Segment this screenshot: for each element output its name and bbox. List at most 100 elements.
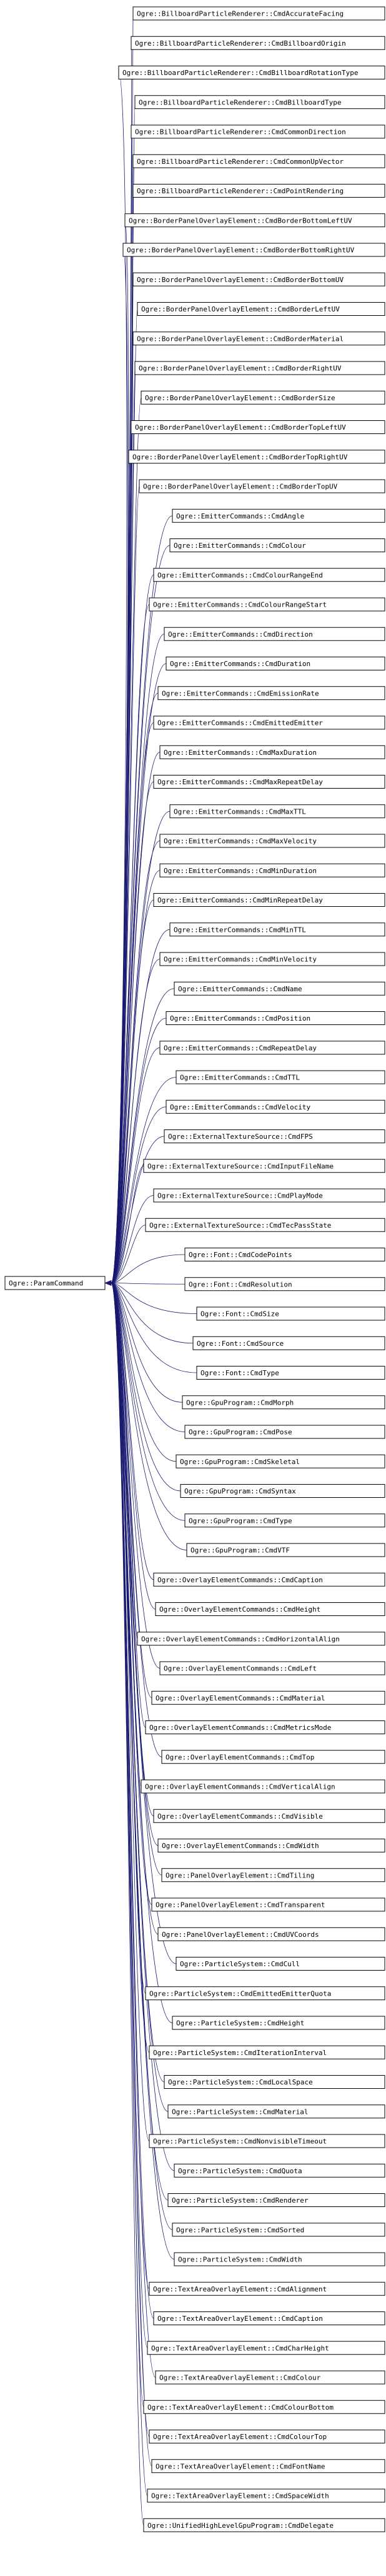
class-node-borderpaneloverlayelement-cmdborderbottomleftuv[interactable]: Ogre::BorderPanelOverlayElement::CmdBord… (124, 213, 385, 228)
class-node-emittercommands-cmdduration[interactable]: Ogre::EmitterCommands::CmdDuration (166, 657, 385, 670)
class-node-emittercommands-cmdminrepeatdelay[interactable]: Ogre::EmitterCommands::CmdMinRepeatDelay (153, 893, 385, 907)
class-node-emittercommands-cmdemittedemitter[interactable]: Ogre::EmitterCommands::CmdEmittedEmitter (153, 715, 385, 730)
class-node-billboardparticlerenderer-cmdcommonupvector[interactable]: Ogre::BillboardParticleRenderer::CmdComm… (132, 154, 385, 168)
class-node-gpuprogram-cmdsyntax[interactable]: Ogre::GpuProgram::CmdSyntax (180, 1484, 385, 1498)
class-node-overlayelementcommands-cmdheight[interactable]: Ogre::OverlayElementCommands::CmdHeight (155, 1602, 385, 1616)
class-node-borderpaneloverlayelement-cmdbordertopuv[interactable]: Ogre::BorderPanelOverlayElement::CmdBord… (139, 479, 385, 493)
class-node-overlayelementcommands-cmdmaterial-box (151, 1690, 385, 1705)
class-node-textareaoverlayelement-cmdcaption[interactable]: Ogre::TextAreaOverlayElement::CmdCaption (153, 2311, 385, 2325)
class-node-emittercommands-cmddirection[interactable]: Ogre::EmitterCommands::CmdDirection (164, 627, 385, 641)
class-node-textareaoverlayelement-cmdcharheight[interactable]: Ogre::TextAreaOverlayElement::CmdCharHei… (147, 2341, 385, 2355)
class-node-font-cmdsource[interactable]: Ogre::Font::CmdSource (192, 1336, 385, 1350)
class-node-overlayelementcommands-cmdtop-label: Ogre::OverlayElementCommands::CmdTop (166, 1753, 314, 1761)
class-node-borderpaneloverlayelement-cmdbordersize[interactable]: Ogre::BorderPanelOverlayElement::CmdBord… (141, 390, 385, 405)
class-node-emittercommands-cmdposition[interactable]: Ogre::EmitterCommands::CmdPosition (166, 1011, 385, 1025)
class-node-font-cmdcodepoints[interactable]: Ogre::Font::CmdCodePoints (184, 1248, 385, 1261)
class-node-particlesystem-cmdmaterial[interactable]: Ogre::ParticleSystem::CmdMaterial (167, 2104, 385, 2119)
class-node-paneloverlayelement-cmdtiling[interactable]: Ogre::PanelOverlayElement::CmdTiling (161, 1868, 385, 1882)
class-node-externaltexturesource-cmdplaymode[interactable]: Ogre::ExternalTextureSource::CmdPlayMode (153, 1188, 385, 1203)
class-node-overlayelementcommands-cmdhorizontalalign[interactable]: Ogre::OverlayElementCommands::CmdHorizon… (137, 1632, 385, 1646)
class-node-particlesystem-cmdsorted[interactable]: Ogre::ParticleSystem::CmdSorted (172, 2223, 385, 2237)
edge-particlesystem-cmdcull (111, 1283, 177, 1964)
class-node-borderpaneloverlayelement-cmdborderbottomrightuv[interactable]: Ogre::BorderPanelOverlayElement::CmdBord… (122, 243, 385, 257)
class-node-billboardparticlerenderer-cmdaccuratefacing[interactable]: Ogre::BillboardParticleRenderer::CmdAccu… (132, 6, 385, 21)
class-node-textareaoverlayelement-cmdcolourbottom[interactable]: Ogre::TextAreaOverlayElement::CmdColourB… (143, 2400, 385, 2414)
class-node-externaltexturesource-cmdfps[interactable]: Ogre::ExternalTextureSource::CmdFPS (164, 1129, 385, 1143)
class-node-font-cmdresolution[interactable]: Ogre::Font::CmdResolution (184, 1277, 385, 1291)
class-node-gpuprogram-cmdvtf[interactable]: Ogre::GpuProgram::CmdVTF (186, 1543, 385, 1557)
class-node-emittercommands-cmdcolourrangestart[interactable]: Ogre::EmitterCommands::CmdColourRangeSta… (149, 597, 385, 612)
class-node-gpuprogram-cmdmorph[interactable]: Ogre::GpuProgram::CmdMorph (182, 1395, 385, 1410)
class-node-particlesystem-cmdrenderer[interactable]: Ogre::ParticleSystem::CmdRenderer (167, 2193, 385, 2207)
class-node-font-cmdsize[interactable]: Ogre::Font::CmdSize (196, 1306, 385, 1321)
class-node-emittercommands-cmdmaxrepeatdelay[interactable]: Ogre::EmitterCommands::CmdMaxRepeatDelay (153, 775, 385, 789)
class-node-font-cmdtype-label: Ogre::Font::CmdType (200, 1369, 279, 1377)
class-node-particlesystem-cmditerationinterval[interactable]: Ogre::ParticleSystem::CmdIterationInterv… (149, 2045, 385, 2059)
class-node-paneloverlayelement-cmdtransparent[interactable]: Ogre::PanelOverlayElement::CmdTransparen… (151, 1897, 385, 1912)
class-node-billboardparticlerenderer-cmdcommondirection-label: Ogre::BillboardParticleRenderer::CmdComm… (135, 128, 346, 136)
class-node-gpuprogram-cmdpose[interactable]: Ogre::GpuProgram::CmdPose (184, 1425, 385, 1439)
class-node-textareaoverlayelement-cmdfontname[interactable]: Ogre::TextAreaOverlayElement::CmdFontNam… (151, 2459, 385, 2473)
class-node-emittercommands-cmdrepeatdelay[interactable]: Ogre::EmitterCommands::CmdRepeatDelay (159, 1041, 385, 1055)
class-node-billboardparticlerenderer-cmdpointrendering[interactable]: Ogre::BillboardParticleRenderer::CmdPoin… (132, 184, 385, 198)
class-node-externaltexturesource-cmdinputfilename[interactable]: Ogre::ExternalTextureSource::CmdInputFil… (143, 1159, 385, 1173)
class-node-overlayelementcommands-cmdcaption[interactable]: Ogre::OverlayElementCommands::CmdCaption (153, 1572, 385, 1587)
class-node-textareaoverlayelement-cmdcolourtop[interactable]: Ogre::TextAreaOverlayElement::CmdColourT… (149, 2430, 385, 2443)
class-node-gpuprogram-cmdskeletal[interactable]: Ogre::GpuProgram::CmdSkeletal (176, 1454, 385, 1468)
class-node-borderpaneloverlayelement-cmdbordermaterial[interactable]: Ogre::BorderPanelOverlayElement::CmdBord… (132, 331, 385, 346)
class-node-font-cmdtype[interactable]: Ogre::Font::CmdType (196, 1366, 385, 1380)
class-node-gpuprogram-cmdtype[interactable]: Ogre::GpuProgram::CmdType (184, 1513, 385, 1528)
class-node-particlesystem-cmdemittedemitterquota[interactable]: Ogre::ParticleSystem::CmdEmittedEmitterQ… (145, 1986, 385, 2001)
class-node-emittercommands-cmdcolourrangeend[interactable]: Ogre::EmitterCommands::CmdColourRangeEnd (153, 568, 385, 582)
class-node-particlesystem-cmdcull[interactable]: Ogre::ParticleSystem::CmdCull (176, 1957, 385, 1971)
class-node-emittercommands-cmdttl[interactable]: Ogre::EmitterCommands::CmdTTL (176, 1070, 385, 1084)
class-node-borderpaneloverlayelement-cmdbordertoprightuv-box (128, 450, 385, 464)
class-node-borderpaneloverlayelement-cmdborderrightuv[interactable]: Ogre::BorderPanelOverlayElement::CmdBord… (134, 361, 385, 375)
class-node-emittercommands-cmdmaxvelocity[interactable]: Ogre::EmitterCommands::CmdMaxVelocity (159, 834, 385, 848)
class-node-emittercommands-cmdminduration[interactable]: Ogre::EmitterCommands::CmdMinDuration (159, 863, 385, 877)
class-node-particlesystem-cmdheight-box (172, 2016, 385, 2030)
class-node-billboardparticlerenderer-cmdaccuratefacing-label: Ogre::BillboardParticleRenderer::CmdAccu… (137, 10, 344, 18)
class-node-overlayelementcommands-cmdmetricsmode[interactable]: Ogre::OverlayElementCommands::CmdMetrics… (145, 1720, 385, 1734)
class-node-particlesystem-cmdnonvisibletimeout[interactable]: Ogre::ParticleSystem::CmdNonvisibleTimeo… (149, 2134, 385, 2148)
class-node-overlayelementcommands-cmdwidth[interactable]: Ogre::OverlayElementCommands::CmdWidth (157, 1839, 385, 1852)
class-node-particlesystem-cmdwidth[interactable]: Ogre::ParticleSystem::CmdWidth (174, 2252, 385, 2266)
class-node-particlesystem-cmdheight[interactable]: Ogre::ParticleSystem::CmdHeight (172, 2016, 385, 2030)
root-class-node[interactable]: Ogre::ParamCommand (4, 1276, 106, 1290)
class-node-overlayelementcommands-cmdleft[interactable]: Ogre::OverlayElementCommands::CmdLeft (159, 1661, 385, 1675)
class-node-overlayelementcommands-cmdtop[interactable]: Ogre::OverlayElementCommands::CmdTop (161, 1750, 385, 1764)
class-node-emittercommands-cmdduration-label: Ogre::EmitterCommands::CmdDuration (170, 660, 310, 668)
class-node-emittercommands-cmdvelocity[interactable]: Ogre::EmitterCommands::CmdVelocity (166, 1099, 385, 1114)
class-node-emittercommands-cmdmaxttl[interactable]: Ogre::EmitterCommands::CmdMaxTTL (169, 804, 385, 819)
class-node-emittercommands-cmdangle[interactable]: Ogre::EmitterCommands::CmdAngle (172, 508, 385, 523)
class-node-emittercommands-cmdemissionrate[interactable]: Ogre::EmitterCommands::CmdEmissionRate (157, 686, 385, 700)
class-node-borderpaneloverlayelement-cmdbordertopleftuv[interactable]: Ogre::BorderPanelOverlayElement::CmdBord… (131, 420, 385, 434)
class-node-overlayelementcommands-cmdmaterial[interactable]: Ogre::OverlayElementCommands::CmdMateria… (151, 1690, 385, 1705)
class-node-emittercommands-cmdmaxduration[interactable]: Ogre::EmitterCommands::CmdMaxDuration (159, 745, 385, 759)
class-node-emittercommands-cmdminttl[interactable]: Ogre::EmitterCommands::CmdMinTTL (169, 922, 385, 937)
class-node-particlesystem-cmdlocalspace[interactable]: Ogre::ParticleSystem::CmdLocalSpace (164, 2075, 385, 2089)
class-node-paneloverlayelement-cmduvcoords[interactable]: Ogre::PanelOverlayElement::CmdUVCoords (157, 1927, 385, 1941)
class-node-billboardparticlerenderer-cmdcommondirection[interactable]: Ogre::BillboardParticleRenderer::CmdComm… (131, 124, 385, 139)
class-node-unifiedhighlevelgpuprogram-cmddelegate[interactable]: Ogre::UnifiedHighLevelGpuProgram::CmdDel… (143, 2518, 385, 2532)
class-node-emittercommands-cmdvelocity-box (166, 1099, 385, 1114)
class-node-emittercommands-cmdname[interactable]: Ogre::EmitterCommands::CmdName (174, 981, 385, 996)
class-node-particlesystem-cmdquota[interactable]: Ogre::ParticleSystem::CmdQuota (174, 2163, 385, 2178)
class-node-billboardparticlerenderer-cmdbillboardtype[interactable]: Ogre::BillboardParticleRenderer::CmdBill… (134, 95, 385, 109)
class-node-emittercommands-cmdminvelocity[interactable]: Ogre::EmitterCommands::CmdMinVelocity (159, 952, 385, 966)
class-node-textareaoverlayelement-cmdcolour[interactable]: Ogre::TextAreaOverlayElement::CmdColour (155, 2370, 385, 2385)
class-node-billboardparticlerenderer-cmdbillboardorigin[interactable]: Ogre::BillboardParticleRenderer::CmdBill… (131, 36, 385, 50)
class-node-textareaoverlayelement-cmdalignment[interactable]: Ogre::TextAreaOverlayElement::CmdAlignme… (149, 2281, 385, 2296)
class-node-borderpaneloverlayelement-cmdbordertoprightuv[interactable]: Ogre::BorderPanelOverlayElement::CmdBord… (128, 450, 385, 464)
class-node-emittercommands-cmdcolour[interactable]: Ogre::EmitterCommands::CmdColour (169, 538, 385, 552)
class-node-borderpaneloverlayelement-cmdborderbottomuv[interactable]: Ogre::BorderPanelOverlayElement::CmdBord… (132, 272, 385, 286)
class-node-externaltexturesource-cmdtecpassstate[interactable]: Ogre::ExternalTextureSource::CmdTecPassS… (145, 1218, 385, 1232)
class-node-overlayelementcommands-cmdverticalalign[interactable]: Ogre::OverlayElementCommands::CmdVertica… (141, 1779, 385, 1794)
class-node-overlayelementcommands-cmdleft-box (159, 1661, 385, 1675)
class-node-font-cmdsource-box (192, 1336, 385, 1350)
class-node-billboardparticlerenderer-cmdbillboardrotationtype[interactable]: Ogre::BillboardParticleRenderer::CmdBill… (118, 66, 385, 79)
class-node-textareaoverlayelement-cmdspacewidth[interactable]: Ogre::TextAreaOverlayElement::CmdSpaceWi… (147, 2488, 385, 2503)
class-node-borderpaneloverlayelement-cmdborderleftuv[interactable]: Ogre::BorderPanelOverlayElement::CmdBord… (137, 302, 385, 316)
class-node-overlayelementcommands-cmdvisible[interactable]: Ogre::OverlayElementCommands::CmdVisible (153, 1809, 385, 1823)
class-node-gpuprogram-cmdpose-label: Ogre::GpuProgram::CmdPose (189, 1428, 292, 1437)
